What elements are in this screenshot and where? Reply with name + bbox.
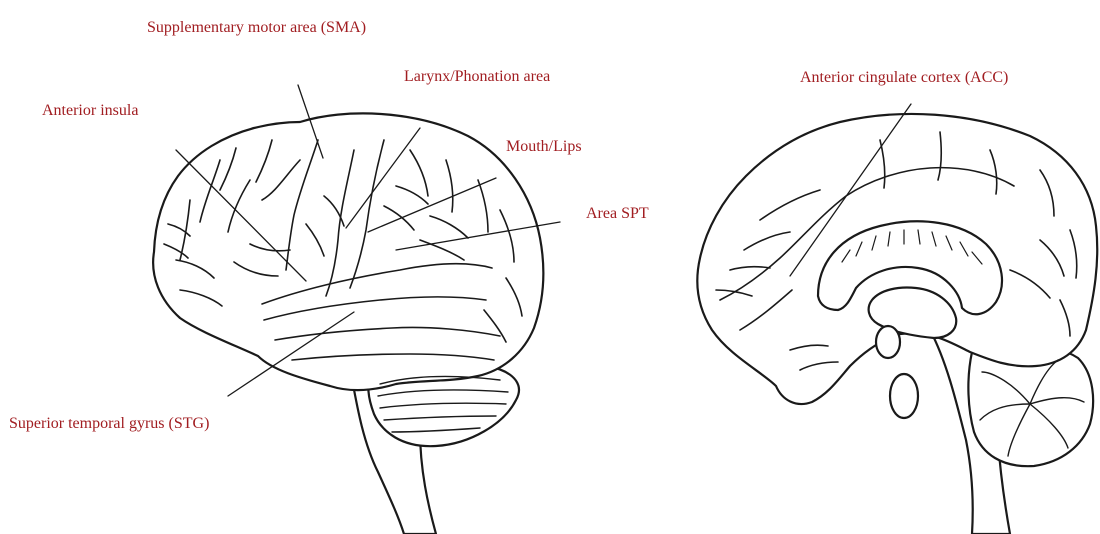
- label-sma: Supplementary motor area (SMA): [147, 20, 366, 36]
- medial-brain: [697, 114, 1097, 534]
- label-anterior-insula: Anterior insula: [42, 103, 138, 119]
- pituitary: [890, 374, 918, 418]
- label-area-spt: Area SPT: [586, 206, 649, 222]
- lateral-brain: [153, 113, 543, 534]
- label-larynx: Larynx/Phonation area: [404, 69, 550, 85]
- label-stg: Superior temporal gyrus (STG): [9, 416, 209, 432]
- label-acc: Anterior cingulate cortex (ACC): [800, 70, 1008, 86]
- label-mouth-lips: Mouth/Lips: [506, 139, 582, 155]
- pons: [876, 326, 900, 358]
- lateral-cerebrum: [153, 113, 543, 390]
